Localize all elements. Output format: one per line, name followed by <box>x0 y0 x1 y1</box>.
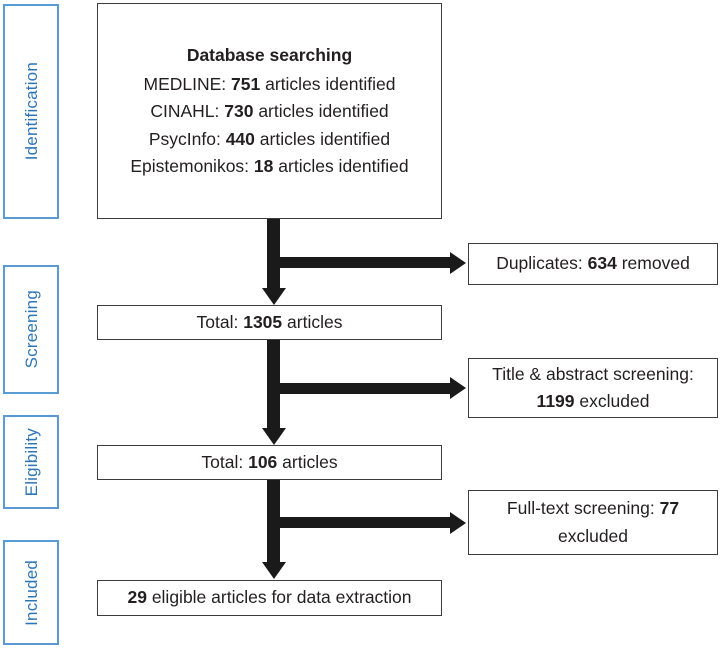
arrow-head-to-fulltext <box>450 511 466 534</box>
box-duplicates-removed: Duplicates: 634 removed <box>468 243 718 285</box>
duplicates-suffix: removed <box>621 253 690 274</box>
total-after-duplicates-suffix: articles <box>287 311 343 332</box>
arrow-branch-to-duplicates <box>267 257 452 268</box>
database-row-epistemonikos-count: 18 <box>253 155 274 176</box>
box-title-abstract-screening: Title & abstract screening: 1199 exclude… <box>468 358 718 418</box>
fulltext-count: 77 <box>659 498 680 519</box>
database-row-epistemonikos-source: Epistemonikos: <box>130 155 250 176</box>
database-searching-title: Database searching <box>186 45 353 66</box>
included-final-count: 29 <box>127 587 147 608</box>
fulltext-suffix: excluded <box>557 525 629 546</box>
box-included-final: 29 eligible articles for data extraction <box>97 580 442 616</box>
arrow-head-screening-to-eligibility <box>261 428 286 445</box>
arrow-head-eligibility-to-included <box>261 562 286 579</box>
duplicates-prefix: Duplicates: <box>496 253 583 274</box>
title-abstract-text: Title & abstract screening: 1199 exclude… <box>477 361 709 415</box>
stage-box-screening: Screening <box>3 265 59 394</box>
title-abstract-count: 1199 <box>536 391 575 411</box>
stage-label-screening: Screening <box>21 290 41 369</box>
database-row-psycinfo-source: PsycInfo: <box>148 128 221 149</box>
database-row-epistemonikos-suffix: articles identified <box>278 155 409 176</box>
included-final-text: 29 eligible articles for data extraction <box>127 584 411 611</box>
total-after-screening-prefix: Total: <box>201 451 244 472</box>
total-after-duplicates-prefix: Total: <box>196 311 239 332</box>
stage-label-identification: Identification <box>21 62 41 161</box>
total-after-screening-suffix: articles <box>282 451 338 472</box>
box-fulltext-screening: Full-text screening: 77 excluded <box>468 490 718 555</box>
total-after-duplicates-text: Total: 1305 articles <box>197 309 343 336</box>
box-total-after-duplicates: Total: 1305 articles <box>97 305 442 340</box>
stage-box-eligibility: Eligibility <box>3 415 59 509</box>
database-row-psycinfo-suffix: articles identified <box>259 128 391 149</box>
database-row-psycinfo: PsycInfo: 440 articles identified <box>149 126 390 153</box>
arrow-branch-to-fulltext <box>267 517 452 528</box>
box-total-after-screening: Total: 106 articles <box>97 445 442 480</box>
database-row-cinahl-count: 730 <box>224 101 254 122</box>
total-after-screening-count: 106 <box>248 451 278 472</box>
database-row-medline-source: MEDLINE: <box>143 74 227 95</box>
duplicates-count: 634 <box>587 253 617 274</box>
title-abstract-prefix: Title & abstract screening: <box>492 363 694 384</box>
arrow-head-to-duplicates <box>450 251 466 274</box>
arrow-head-identification-to-screening <box>261 288 286 305</box>
total-after-duplicates-count: 1305 <box>243 311 283 332</box>
arrow-branch-to-title-abstract <box>267 383 452 394</box>
arrow-trunk-identification-to-screening <box>267 219 280 290</box>
fulltext-prefix: Full-text screening: <box>506 498 655 519</box>
stage-label-included: Included <box>21 559 41 626</box>
fulltext-text: Full-text screening: 77 excluded <box>477 495 709 549</box>
database-row-medline-count: 751 <box>231 74 261 95</box>
arrow-head-to-title-abstract <box>450 377 466 399</box>
database-row-cinahl-source: CINAHL: <box>150 101 220 122</box>
stage-box-included: Included <box>3 540 59 645</box>
included-final-suffix: eligible articles for data extraction <box>151 587 412 608</box>
database-row-epistemonikos: Epistemonikos: 18 articles identified <box>130 153 408 180</box>
stage-label-eligibility: Eligibility <box>21 427 41 497</box>
stage-box-identification: Identification <box>3 4 59 219</box>
box-database-searching: Database searching MEDLINE: 751 articles… <box>97 3 442 219</box>
database-row-cinahl: CINAHL: 730 articles identified <box>150 98 388 125</box>
total-after-screening-text: Total: 106 articles <box>201 449 337 476</box>
database-row-cinahl-suffix: articles identified <box>258 101 389 122</box>
database-row-medline-suffix: articles identified <box>265 74 396 95</box>
database-row-psycinfo-count: 440 <box>225 128 255 149</box>
title-abstract-suffix: excluded <box>579 391 650 411</box>
database-row-medline: MEDLINE: 751 articles identified <box>144 71 396 98</box>
duplicates-text: Duplicates: 634 removed <box>496 250 690 277</box>
